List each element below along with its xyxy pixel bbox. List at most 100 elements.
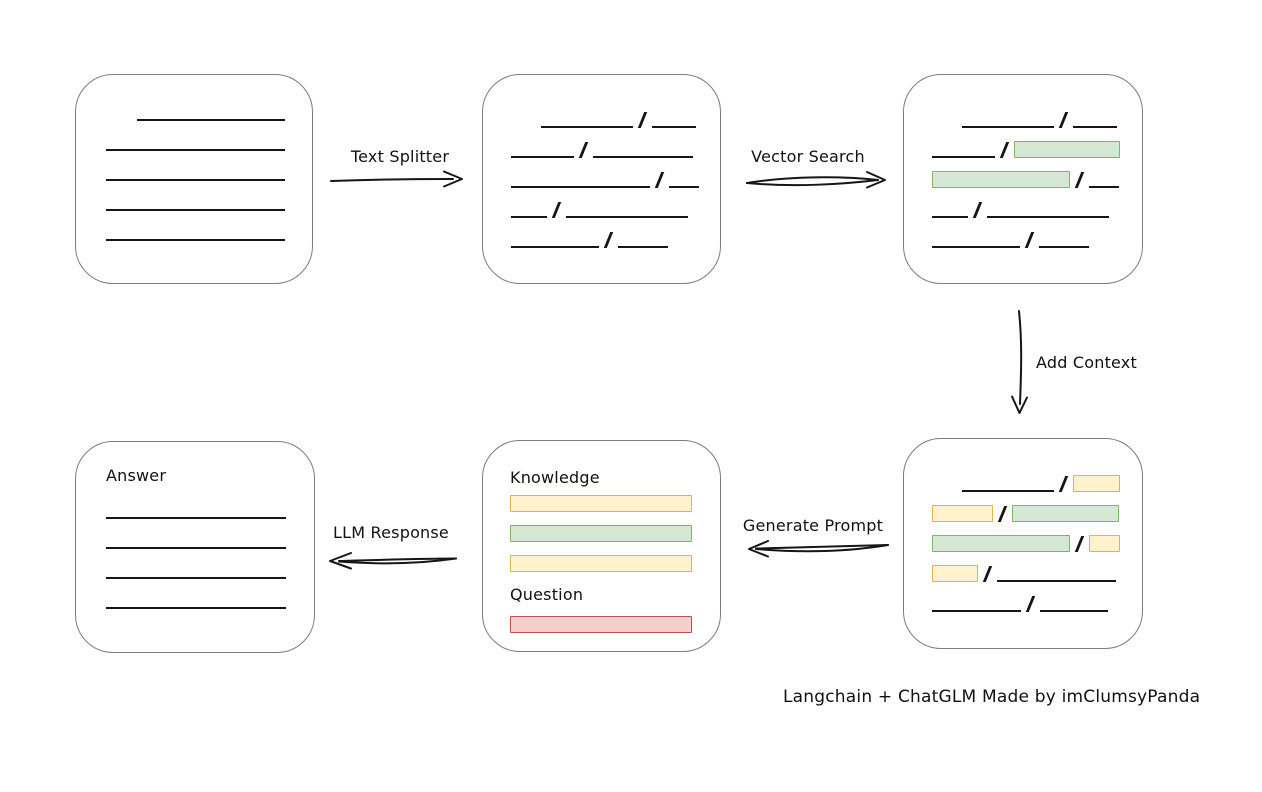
text-line [106, 133, 285, 151]
red-chunk [510, 616, 692, 633]
chunk-row [932, 474, 1120, 492]
text-line [511, 200, 547, 218]
answer-label: Answer [106, 466, 167, 485]
slash-separator [603, 232, 613, 248]
matched-chunk-lines [932, 110, 1120, 248]
llm-response-label: LLM Response [333, 523, 449, 542]
text-line [511, 230, 599, 248]
slash-separator [1074, 172, 1084, 188]
text-line [962, 110, 1054, 128]
green-chunk [1011, 505, 1119, 522]
slash-separator [1058, 476, 1068, 492]
node-source-document [75, 74, 313, 284]
text-line [932, 230, 1020, 248]
text-line [1088, 170, 1119, 188]
yellow-chunk [932, 565, 978, 582]
node-answer: Answer [75, 441, 315, 653]
text-line [106, 223, 285, 241]
generate-prompt-arrow [748, 540, 889, 558]
slash-separator [999, 142, 1009, 158]
caption: Langchain + ChatGLM Made by imClumsyPand… [783, 687, 1201, 707]
node-context-added [903, 438, 1143, 649]
chunk-row [510, 616, 696, 633]
text-line [511, 140, 574, 158]
text-line [541, 110, 633, 128]
slash-separator [982, 566, 992, 582]
chunk-row [932, 140, 1120, 158]
yellow-chunk [510, 555, 692, 572]
slash-separator [1025, 596, 1035, 612]
llm-response-arrow [329, 552, 457, 570]
text-line [106, 561, 286, 579]
green-chunk [932, 535, 1070, 552]
text-line [592, 140, 693, 158]
chunk-row [106, 193, 288, 211]
chunk-row [510, 495, 696, 512]
text-line [1038, 230, 1089, 248]
question-bar [510, 616, 696, 633]
slash-separator [578, 142, 588, 158]
text-line [962, 474, 1054, 492]
chunk-row [511, 140, 696, 158]
vector-search-arrow [746, 171, 886, 189]
chunk-row [932, 564, 1118, 582]
chunk-row [511, 200, 696, 218]
answer-lines [106, 501, 290, 609]
vector-search-label: Vector Search [751, 147, 865, 166]
chunk-row [106, 501, 290, 519]
text-line [996, 564, 1116, 582]
text-line [106, 163, 285, 181]
chunk-row [510, 555, 696, 572]
yellow-chunk [1088, 535, 1120, 552]
text-line [617, 230, 668, 248]
green-chunk [510, 525, 692, 542]
chunk-row [106, 591, 290, 609]
chunk-row [511, 170, 699, 188]
chunk-row [932, 170, 1119, 188]
yellow-chunk [932, 505, 993, 522]
text-line [106, 501, 286, 519]
node-split-chunks [482, 74, 721, 284]
chunk-row [932, 504, 1119, 522]
text-line [668, 170, 699, 188]
slash-separator [1074, 536, 1084, 552]
text-line [106, 531, 286, 549]
chunk-row [106, 561, 290, 579]
slash-separator [1058, 112, 1068, 128]
chunk-row [106, 163, 288, 181]
chunk-row [932, 534, 1120, 552]
add-context-label: Add Context [1036, 353, 1137, 372]
green-chunk [932, 171, 1070, 188]
knowledge-bars [510, 495, 696, 572]
slash-separator [654, 172, 664, 188]
slash-separator [997, 506, 1007, 522]
text-line [106, 193, 285, 211]
text-line [565, 200, 688, 218]
chunk-row [511, 230, 696, 248]
text-line [651, 110, 696, 128]
text-splitter-label: Text Splitter [350, 147, 450, 166]
text-line [986, 200, 1109, 218]
question-label: Question [510, 585, 584, 604]
node-vector-search-result [903, 74, 1143, 284]
yellow-chunk [510, 495, 692, 512]
slash-separator [551, 202, 561, 218]
text-line [106, 591, 286, 609]
chunk-row [932, 594, 1118, 612]
generate-prompt-label: Generate Prompt [742, 516, 884, 535]
text-line [137, 103, 285, 121]
node-prompt: Knowledge Question [482, 440, 721, 652]
split-chunk-lines [511, 110, 699, 248]
document-lines [106, 103, 288, 241]
chunk-row [106, 103, 288, 121]
text-line [1039, 594, 1108, 612]
chunk-row [932, 200, 1118, 218]
text-splitter-arrow [330, 170, 463, 188]
yellow-chunk [1072, 475, 1120, 492]
add-context-arrow [1011, 310, 1028, 414]
text-line [932, 594, 1021, 612]
chunk-row [106, 133, 288, 151]
context-chunk-lines [932, 474, 1120, 612]
